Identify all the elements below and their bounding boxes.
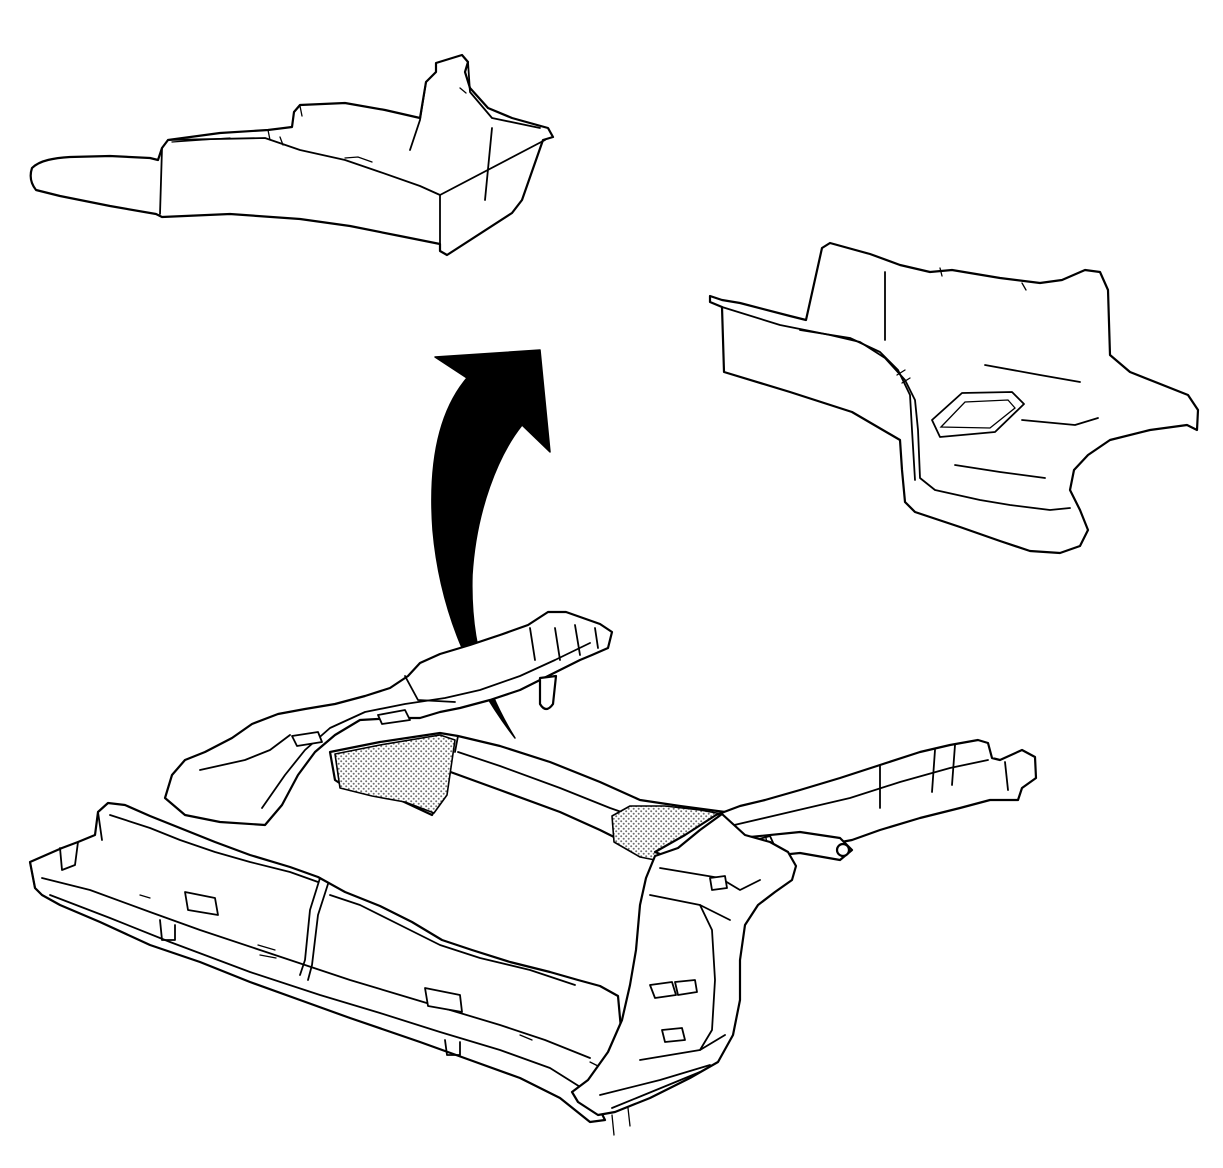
left-frame-rail-top-edge xyxy=(199,675,456,771)
front-crossmember-tab-right xyxy=(424,987,463,1013)
left-hatched-area xyxy=(334,734,456,814)
front-crossmember-hanger-left xyxy=(159,919,176,941)
right-front-bracket-slots xyxy=(589,1061,631,1136)
left-frame-rail-inner-edge xyxy=(261,642,591,809)
left-rail-mount-pad-rear xyxy=(291,731,323,747)
bracket-mount-pad-2 xyxy=(674,979,698,996)
rear-insulator-tunnel-crease xyxy=(167,137,441,245)
front-crossmember-end-bracket xyxy=(29,811,103,889)
rear-insulator-side-edge xyxy=(159,147,163,215)
right-frame-rail xyxy=(653,738,1038,864)
left-rail-mount-pad xyxy=(377,709,411,725)
front-crossmember-seam xyxy=(299,877,329,981)
rear-insulator-top-fold xyxy=(467,61,541,129)
bracket-mount-pad-1 xyxy=(649,981,677,999)
bracket-mount-pad-4 xyxy=(709,875,728,891)
bracket-mount-pad-3 xyxy=(661,1027,686,1043)
front-insulator-cutout xyxy=(931,391,1025,438)
frame-assembly xyxy=(28,610,1038,1136)
front-insulator-inner-edge xyxy=(799,329,916,481)
left-rail-gussets xyxy=(529,624,599,661)
front-crossmember-outline xyxy=(28,801,624,1124)
rear-crossmember xyxy=(328,731,727,863)
front-crossmember-tab-left xyxy=(184,891,219,916)
front-crossmember-face-lower xyxy=(49,894,586,1091)
link-arm-bushing xyxy=(835,842,851,858)
right-frame-rail-inner-edge xyxy=(729,759,989,827)
left-frame-rail-outline xyxy=(163,610,614,827)
rear-insulator-outline xyxy=(29,53,555,257)
left-frame-rail xyxy=(163,610,614,827)
rear-insulator-upright-edge xyxy=(409,81,427,151)
front-insulator-side-crease xyxy=(1021,417,1099,426)
rear-insulator-details xyxy=(171,87,467,163)
right-front-bracket-outline xyxy=(570,812,798,1117)
front-insulator-dash-fold xyxy=(984,364,1081,383)
rear-insulator-riser-edge xyxy=(439,139,546,196)
front-insulator-floor-crease xyxy=(954,464,1046,479)
removal-arrow xyxy=(431,349,551,739)
front-insulator-cutout-rim xyxy=(939,399,1016,429)
front-crossmember-slots xyxy=(139,894,533,1041)
right-rail-gussets xyxy=(879,744,1009,809)
front-crossmember xyxy=(28,801,624,1124)
rear-insulator-fold xyxy=(484,127,493,201)
front-crossmember-top-edge xyxy=(109,814,576,986)
right-front-bracket xyxy=(570,812,798,1136)
front-crossmember-face-upper xyxy=(41,877,591,1059)
front-insulator-outline xyxy=(708,241,1200,555)
front-insulator xyxy=(708,241,1200,555)
front-insulator-details xyxy=(896,267,1027,384)
left-rail-hanger-loop xyxy=(538,674,558,711)
right-front-bracket-inner-wall xyxy=(699,904,716,1051)
front-crossmember-hanger-right xyxy=(444,1039,461,1056)
rear-insulator xyxy=(29,53,555,257)
